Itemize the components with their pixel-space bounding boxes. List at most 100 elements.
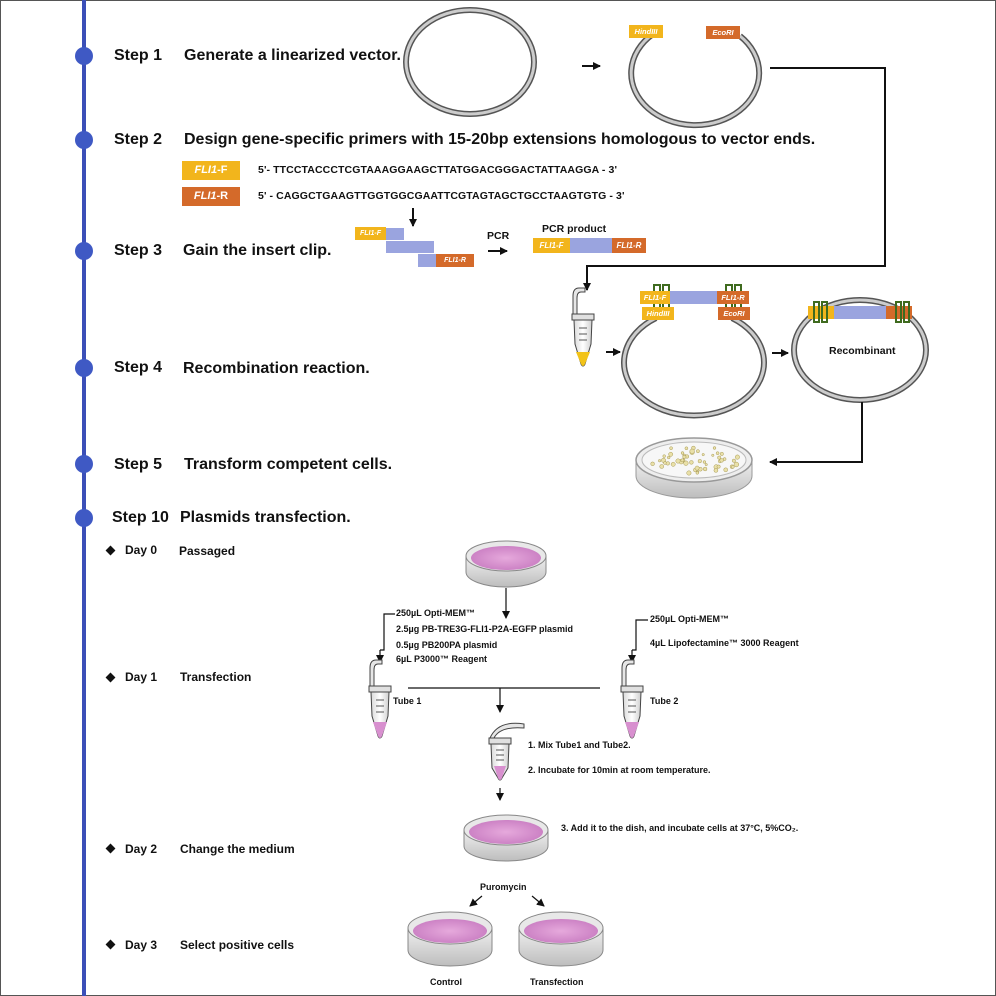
colony xyxy=(686,470,692,476)
ecori-tag-step4: EcoRI xyxy=(718,307,750,320)
primer-r-tag: FLI1-R xyxy=(182,187,240,206)
step-5-number: Step 5 xyxy=(114,456,163,473)
hindiii-tag-step4: HindIII xyxy=(642,307,674,320)
tube2-reagent-1: 250µL Opti-MEM™ xyxy=(650,614,730,624)
colony xyxy=(689,448,695,454)
step-1-number: Step 1 xyxy=(114,47,163,64)
day-1-text: Transfection xyxy=(180,670,252,684)
reaction-tube xyxy=(571,287,595,367)
hindiii-tag: HindIII xyxy=(629,25,663,38)
tube1-reagent-2: 2.5µg PB-TRE3G-FLI1-P2A-EGFP plasmid xyxy=(396,624,574,634)
dish-day0 xyxy=(465,540,547,588)
pcr-label: PCR xyxy=(487,230,510,242)
fragment-f-label: FLI1-F xyxy=(640,291,670,304)
tube-1 xyxy=(368,659,392,739)
tube2-reagent-2: 4µL Lipofectamine™ 3000 Reagent xyxy=(650,638,799,648)
primer-r-sequence: 5' - CAGGCTGAAGTTGGTGGCGAATTCGTAGTAGCTGC… xyxy=(258,190,625,202)
dish-control xyxy=(407,911,493,967)
pcr-product-f: FLI1-F xyxy=(533,238,570,253)
ecori-tag: EcoRI xyxy=(706,26,740,39)
tube1-reagent-4: 6µL P3000™ Reagent xyxy=(396,654,488,664)
colony xyxy=(694,465,700,471)
colony xyxy=(731,458,736,463)
step-5-text: Transform competent cells. xyxy=(184,456,393,473)
tube1-label: Tube 1 xyxy=(393,696,422,706)
colony xyxy=(659,464,664,469)
step-4-number: Step 4 xyxy=(114,359,163,376)
day-2-text: Change the medium xyxy=(180,842,295,856)
mix-step-2: 2. Incubate for 10min at room temperatur… xyxy=(528,765,711,775)
primer-f-tag: FLI1-F xyxy=(182,161,240,180)
step-1-text: Generate a linearized vector. xyxy=(184,47,401,64)
colony xyxy=(695,471,699,475)
colony xyxy=(719,451,724,456)
mixed-tube xyxy=(488,722,525,781)
colony xyxy=(723,467,728,473)
colony xyxy=(670,461,676,467)
day-3-text: Select positive cells xyxy=(180,938,295,952)
tube-2 xyxy=(620,659,644,739)
colony xyxy=(713,468,719,473)
petri-dish-colonies xyxy=(635,437,753,499)
colony xyxy=(704,463,708,467)
colony xyxy=(712,446,717,450)
step-3-text: Gain the insert clip. xyxy=(183,242,332,259)
pcr-product-r: FLI1-R xyxy=(612,238,646,253)
insert-f-label: FLI1-F xyxy=(355,227,386,240)
day-1-label: Day 1 xyxy=(125,670,158,684)
colony xyxy=(667,455,671,460)
control-label: Control xyxy=(430,977,462,987)
colony xyxy=(658,459,662,463)
colony xyxy=(697,459,702,464)
colony xyxy=(696,449,700,454)
tube1-reagent-3: 0.5µg PB200PA plasmid xyxy=(396,640,498,650)
colony xyxy=(680,458,685,463)
colony xyxy=(665,461,670,466)
step-2-text: Design gene-specific primers with 15-20b… xyxy=(184,131,816,148)
colony xyxy=(675,458,681,464)
step-10-number: Step 10 xyxy=(112,509,169,526)
colony xyxy=(662,454,666,458)
dish-transfection xyxy=(518,911,604,967)
insert-r-label: FLI1-R xyxy=(436,254,474,267)
tube1-reagent-1: 250µL Opti-MEM™ xyxy=(396,608,476,618)
colony xyxy=(668,451,674,457)
puromycin-label: Puromycin xyxy=(480,882,527,892)
colony xyxy=(719,458,724,463)
primer-f-sequence: 5'- TTCCTACCCTCGTAAAGGAAGCTTATGGACGGGACT… xyxy=(258,164,618,176)
colony xyxy=(717,455,722,460)
colony xyxy=(731,465,735,469)
colony xyxy=(702,460,707,464)
colony xyxy=(650,461,655,466)
step-3-number: Step 3 xyxy=(114,242,163,259)
mix-step-3: 3. Add it to the dish, and incubate cell… xyxy=(561,823,799,833)
timeline-nodes xyxy=(75,47,93,527)
colony xyxy=(716,464,721,469)
colony xyxy=(680,451,685,455)
colony xyxy=(683,460,689,466)
day-2-label: Day 2 xyxy=(125,842,158,856)
colony xyxy=(689,460,694,465)
colony xyxy=(733,461,740,468)
colony xyxy=(684,446,689,451)
mix-step-1: 1. Mix Tube1 and Tube2. xyxy=(528,740,631,750)
step-10-text: Plasmids transfection. xyxy=(180,509,351,526)
colony xyxy=(702,466,708,472)
colony xyxy=(682,454,687,459)
step-4-text: Recombination reaction. xyxy=(183,360,370,377)
colony xyxy=(711,453,715,457)
colony xyxy=(669,446,673,450)
colony xyxy=(734,454,740,460)
tube2-label: Tube 2 xyxy=(650,696,679,706)
step-2-number: Step 2 xyxy=(114,131,163,148)
fragment-r-label: FLI1-R xyxy=(717,291,749,304)
colony xyxy=(701,453,705,457)
pcr-product-label: PCR product xyxy=(542,223,607,235)
dish-day2 xyxy=(463,814,549,862)
recombinant-label: Recombinant xyxy=(829,345,896,357)
day-0-text: Passaged xyxy=(179,544,236,558)
colony xyxy=(715,451,720,455)
transfection-label: Transfection xyxy=(530,977,584,987)
